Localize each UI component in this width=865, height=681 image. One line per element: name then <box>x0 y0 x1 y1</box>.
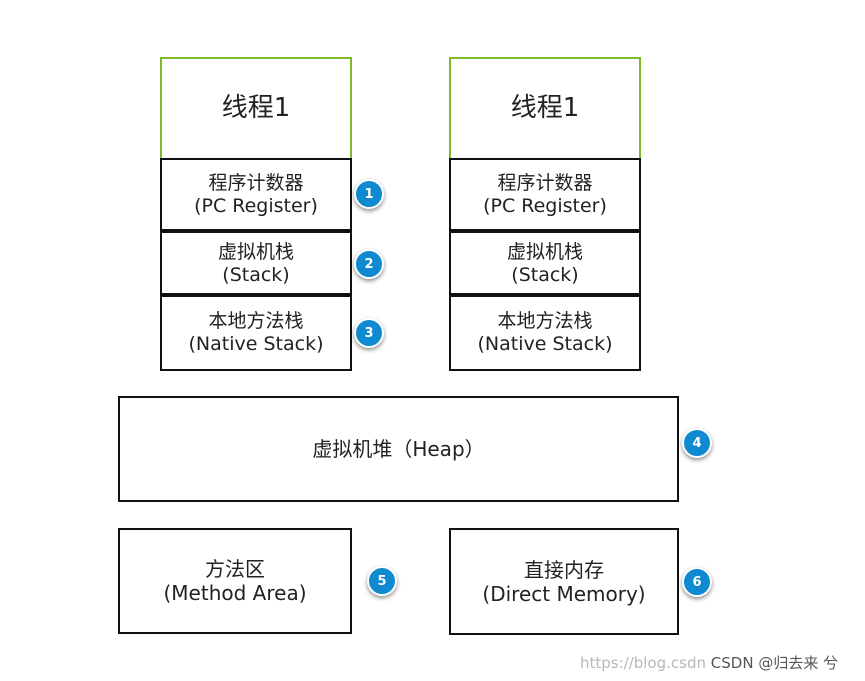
method-area-en-label: (Method Area) <box>163 581 307 605</box>
vm-stack-en-label: (Stack) <box>222 264 290 286</box>
direct-memory-en-label: (Direct Memory) <box>482 581 646 606</box>
badge-3-label: 3 <box>364 325 374 341</box>
heap-box: 虚拟机堆（Heap） <box>118 396 679 502</box>
method-area-cn-label: 方法区 <box>205 557 265 581</box>
thread-2-title: 线程1 <box>510 92 580 123</box>
number-badge-4: 4 <box>682 428 712 458</box>
pc-register-en-label: (PC Register) <box>483 194 607 217</box>
native-stack-en-label: (Native Stack) <box>188 333 324 355</box>
badge-2-label: 2 <box>364 256 374 272</box>
thread-1-vm-stack: 虚拟机栈 (Stack) <box>160 229 352 297</box>
thread-2-pc-register: 程序计数器 (PC Register) <box>449 158 641 231</box>
vm-stack-cn-label: 虚拟机栈 <box>506 241 583 264</box>
thread-2-header: 线程1 <box>449 57 641 160</box>
watermark-brand: CSDN @归去来 兮 <box>710 654 839 672</box>
heap-label: 虚拟机堆（Heap） <box>312 437 485 461</box>
number-badge-3: 3 <box>354 318 384 348</box>
badge-1-label: 1 <box>364 186 374 202</box>
number-badge-5: 5 <box>367 566 397 596</box>
badge-6-label: 6 <box>692 574 702 590</box>
thread-1-native-stack: 本地方法栈 (Native Stack) <box>160 293 352 371</box>
badge-4-label: 4 <box>692 435 702 451</box>
csdn-watermark: https://blog.csdn CSDN @归去来 兮 <box>580 652 838 673</box>
method-area-box: 方法区 (Method Area) <box>118 528 352 634</box>
vm-stack-en-label: (Stack) <box>511 264 579 286</box>
badge-5-label: 5 <box>377 573 387 589</box>
thread-1-header: 线程1 <box>160 57 352 160</box>
direct-memory-box: 直接内存 (Direct Memory) <box>449 528 679 635</box>
vm-stack-cn-label: 虚拟机栈 <box>217 241 294 264</box>
direct-memory-cn-label: 直接内存 <box>524 557 604 582</box>
thread-1-title: 线程1 <box>221 92 291 123</box>
pc-register-cn-label: 程序计数器 <box>497 171 593 194</box>
watermark-url: https://blog.csdn <box>580 654 707 672</box>
native-stack-cn-label: 本地方法栈 <box>208 310 304 333</box>
number-badge-6: 6 <box>682 567 712 597</box>
native-stack-en-label: (Native Stack) <box>477 333 613 355</box>
number-badge-2: 2 <box>354 249 384 279</box>
thread-1-pc-register: 程序计数器 (PC Register) <box>160 158 352 231</box>
number-badge-1: 1 <box>354 179 384 209</box>
thread-2-vm-stack: 虚拟机栈 (Stack) <box>449 229 641 297</box>
pc-register-cn-label: 程序计数器 <box>208 171 304 194</box>
pc-register-en-label: (PC Register) <box>194 194 318 217</box>
thread-2-native-stack: 本地方法栈 (Native Stack) <box>449 293 641 371</box>
native-stack-cn-label: 本地方法栈 <box>497 310 593 333</box>
